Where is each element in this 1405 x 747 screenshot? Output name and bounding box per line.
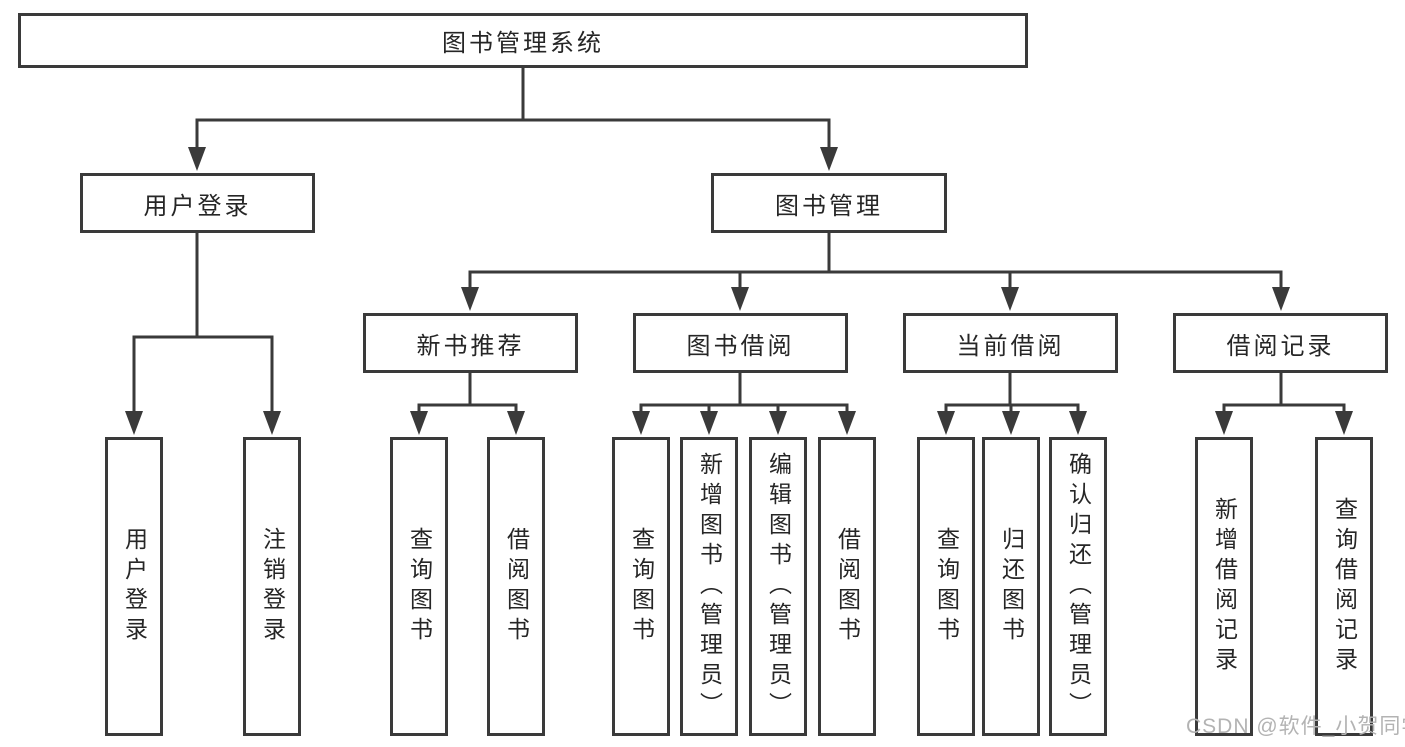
arrowhead-icon <box>1002 411 1020 435</box>
node-user-login-label: 用户登录 <box>143 192 252 220</box>
arrowhead-icon <box>1272 287 1290 311</box>
node-book-management: 图书管理 <box>711 173 947 233</box>
leaf-borrow-books-1: 借阅图书 <box>487 437 545 736</box>
arrowhead-icon <box>731 287 749 311</box>
leaf-add-borrow-record: 新增借阅记录 <box>1195 437 1253 736</box>
leaf-confirm-return-admin-label: 确认归还（管理员） <box>1065 451 1092 722</box>
arrowhead-icon <box>188 147 206 171</box>
leaf-return-book-label: 归还图书 <box>998 526 1025 647</box>
node-borrow-record: 借阅记录 <box>1173 313 1388 373</box>
arrowhead-icon <box>1215 411 1233 435</box>
node-user-login: 用户登录 <box>80 173 315 233</box>
arrowhead-icon <box>263 411 281 435</box>
new-book-recommend-connector <box>410 371 525 435</box>
leaf-add-book-admin-label: 新增图书（管理员） <box>696 451 723 722</box>
arrowhead-icon <box>700 411 718 435</box>
leaf-logout: 注销登录 <box>243 437 301 736</box>
leaf-query-books-2: 查询图书 <box>612 437 670 736</box>
csdn-watermark: CSDN @软件_小贺同学 <box>1186 715 1405 738</box>
node-book-borrow-label: 图书借阅 <box>686 332 795 360</box>
node-new-book-recommend: 新书推荐 <box>363 313 578 373</box>
arrowhead-icon <box>461 287 479 311</box>
node-borrow-record-label: 借阅记录 <box>1226 332 1335 360</box>
leaf-query-borrow-record-label: 查询借阅记录 <box>1331 496 1358 677</box>
book-borrow-connector <box>632 371 856 435</box>
node-current-borrow-label: 当前借阅 <box>956 332 1065 360</box>
leaf-borrow-books-2-label: 借阅图书 <box>834 526 861 647</box>
borrow-record-connector <box>1215 371 1353 435</box>
leaf-query-books-3: 查询图书 <box>917 437 975 736</box>
arrowhead-icon <box>632 411 650 435</box>
arrowhead-icon <box>410 411 428 435</box>
current-borrow-connector <box>937 371 1087 435</box>
arrowhead-icon <box>1001 287 1019 311</box>
book-management-branch-connector <box>461 231 1290 311</box>
arrowhead-icon <box>125 411 143 435</box>
leaf-add-borrow-record-label: 新增借阅记录 <box>1211 496 1238 677</box>
node-book-borrow: 图书借阅 <box>633 313 848 373</box>
arrowhead-icon <box>769 411 787 435</box>
node-book-management-label: 图书管理 <box>775 192 883 220</box>
leaf-borrow-books-2: 借阅图书 <box>818 437 876 736</box>
user-login-branch-connector <box>125 231 281 435</box>
node-root-system: 图书管理系统 <box>18 13 1028 68</box>
leaf-logout-label: 注销登录 <box>259 526 286 647</box>
leaf-query-books-2-label: 查询图书 <box>628 526 655 647</box>
arrowhead-icon <box>937 411 955 435</box>
leaf-confirm-return-admin: 确认归还（管理员） <box>1049 437 1107 736</box>
leaf-return-book: 归还图书 <box>982 437 1040 736</box>
arrowhead-icon <box>1335 411 1353 435</box>
leaf-query-books-1: 查询图书 <box>390 437 448 736</box>
root-connector <box>188 66 838 171</box>
leaf-borrow-books-1-label: 借阅图书 <box>503 526 530 647</box>
leaf-query-books-3-label: 查询图书 <box>933 526 960 647</box>
node-current-borrow: 当前借阅 <box>903 313 1118 373</box>
node-root-label: 图书管理系统 <box>442 30 604 57</box>
leaf-edit-book-admin: 编辑图书（管理员） <box>749 437 807 736</box>
leaf-add-book-admin: 新增图书（管理员） <box>680 437 738 736</box>
leaf-user-login-label: 用户登录 <box>121 526 148 647</box>
node-new-book-recommend-label: 新书推荐 <box>416 332 525 360</box>
leaf-query-books-1-label: 查询图书 <box>406 526 433 647</box>
leaf-user-login: 用户登录 <box>105 437 163 736</box>
leaf-edit-book-admin-label: 编辑图书（管理员） <box>765 451 792 722</box>
arrowhead-icon <box>1069 411 1087 435</box>
leaf-query-borrow-record: 查询借阅记录 <box>1315 437 1373 736</box>
arrowhead-icon <box>507 411 525 435</box>
arrowhead-icon <box>820 147 838 171</box>
arrowhead-icon <box>838 411 856 435</box>
